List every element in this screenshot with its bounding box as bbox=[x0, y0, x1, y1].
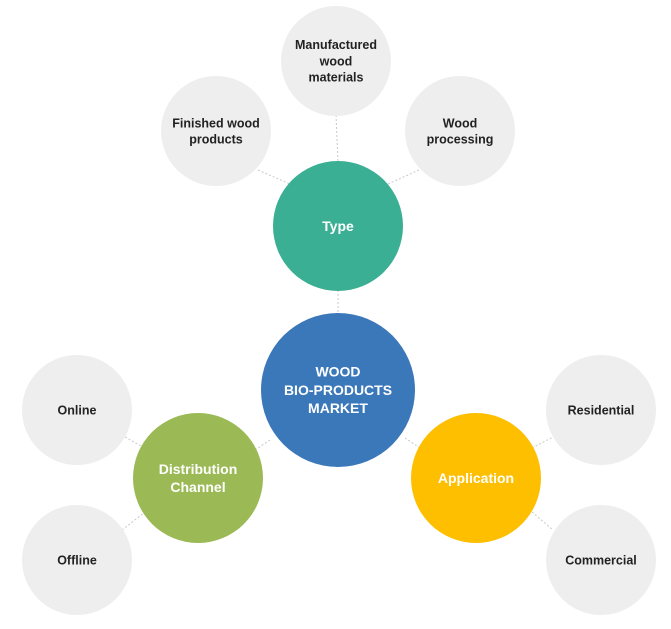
label-line: Channel bbox=[170, 479, 225, 495]
connector-center-distribution bbox=[254, 439, 271, 451]
leaf-circle bbox=[405, 76, 515, 186]
leaf-label: Finished wood products bbox=[172, 116, 260, 146]
leaf-label: Commercial bbox=[565, 553, 637, 567]
category-label: Application bbox=[438, 470, 514, 486]
label-line: Wood bbox=[443, 116, 477, 130]
label-line: Application bbox=[438, 470, 514, 486]
leaf-label: Online bbox=[58, 403, 97, 417]
category-circle bbox=[133, 413, 263, 543]
connector-type-processing bbox=[387, 169, 420, 185]
leaf-circle bbox=[546, 355, 656, 465]
label-line: Online bbox=[58, 403, 97, 417]
leaf-residential: Residential bbox=[546, 355, 656, 465]
category-application: Application bbox=[411, 413, 541, 543]
label-line: Manufactured bbox=[295, 38, 377, 52]
leaf-circle bbox=[281, 6, 391, 116]
label-line: Distribution bbox=[159, 461, 238, 477]
center-circle bbox=[261, 313, 415, 467]
label-line: processing bbox=[427, 133, 494, 147]
label-line: materials bbox=[309, 71, 364, 85]
connector-application-residential bbox=[531, 436, 554, 449]
leaf-circle bbox=[22, 355, 132, 465]
connector-type-manufactured bbox=[335, 114, 339, 163]
leaf-offline: Offline bbox=[22, 505, 132, 615]
leaf-circle bbox=[161, 76, 271, 186]
category-label: Type bbox=[322, 218, 354, 234]
center-label: WOOD BIO-PRODUCTS MARKET bbox=[284, 364, 392, 416]
category-circle bbox=[411, 413, 541, 543]
label-line: products bbox=[189, 133, 243, 147]
leaf-finished-wood-products: Finished wood products bbox=[161, 76, 271, 186]
connector-type-finished bbox=[257, 169, 291, 185]
label-line: Commercial bbox=[565, 553, 637, 567]
connectors bbox=[121, 114, 554, 531]
leaf-label: Wood processing bbox=[427, 116, 494, 146]
label-line: Offline bbox=[57, 553, 97, 567]
leaf-commercial: Commercial bbox=[546, 505, 656, 615]
leaf-circle bbox=[22, 505, 132, 615]
category-type: Type bbox=[273, 161, 403, 291]
connector-distribution-offline bbox=[121, 511, 146, 531]
category-circle bbox=[273, 161, 403, 291]
leaf-manufactured-wood-materials: Manufactured wood materials bbox=[281, 6, 391, 116]
label-line: wood bbox=[319, 54, 353, 68]
label-line: Type bbox=[322, 218, 354, 234]
leaf-label: Manufactured wood materials bbox=[295, 38, 377, 85]
label-line: BIO-PRODUCTS bbox=[284, 382, 392, 398]
center-node: WOOD BIO-PRODUCTS MARKET bbox=[261, 313, 415, 467]
label-line: MARKET bbox=[308, 400, 368, 416]
connector-application-commercial bbox=[531, 511, 554, 531]
leaf-circle bbox=[546, 505, 656, 615]
leaf-wood-processing: Wood processing bbox=[405, 76, 515, 186]
leaf-online: Online bbox=[22, 355, 132, 465]
label-line: WOOD bbox=[315, 364, 360, 380]
connector-center-application bbox=[404, 437, 421, 449]
label-line: Residential bbox=[568, 403, 635, 417]
leaf-label: Offline bbox=[57, 553, 97, 567]
leaf-label: Residential bbox=[568, 403, 635, 417]
label-line: Finished wood bbox=[172, 116, 260, 130]
